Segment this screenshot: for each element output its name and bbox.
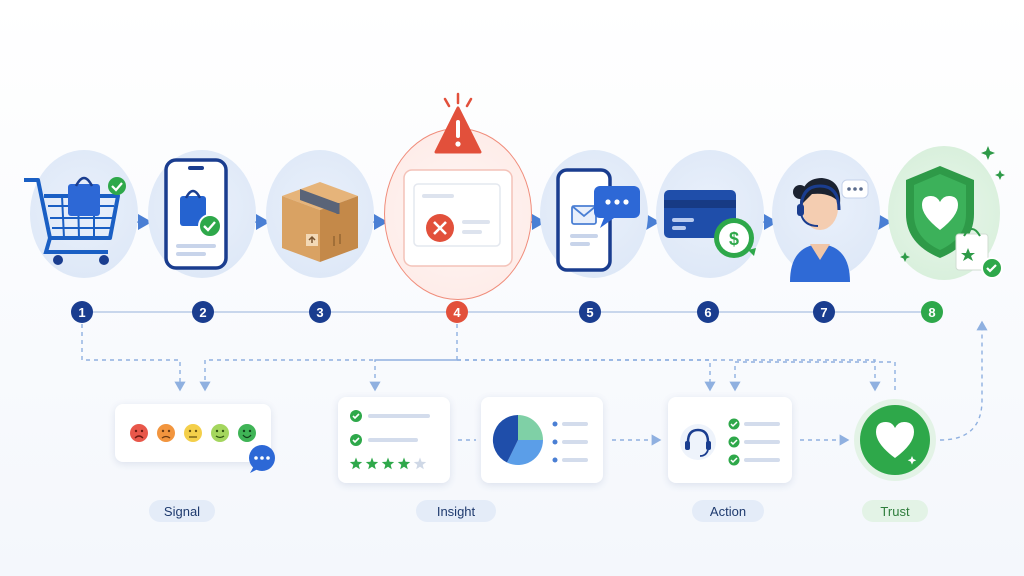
step-badge-5: 5: [579, 301, 601, 323]
stage-4-circle: [384, 128, 532, 300]
dashed-connectors: [81, 320, 988, 446]
stage-8-circle: [888, 146, 1000, 280]
signal-card: [115, 404, 271, 462]
stage-2-circle: [148, 150, 256, 278]
phase-label-signal: Signal: [149, 500, 215, 522]
step-badge-7: 7: [813, 301, 835, 323]
stage-5-circle: [540, 150, 648, 278]
phase-label-insight: Insight: [416, 500, 496, 522]
insight-pie-card: [481, 397, 603, 483]
step-badge-3: 3: [309, 301, 331, 323]
stage-7-circle: [772, 150, 880, 278]
phase-label-action: Action: [692, 500, 764, 522]
step-badge-4: 4: [446, 301, 468, 323]
action-card: [668, 397, 792, 483]
phase-label-trust: Trust: [862, 500, 928, 522]
step-badge-1: 1: [71, 301, 93, 323]
insight-checklist-card: [338, 397, 450, 483]
step-badge-2: 2: [192, 301, 214, 323]
stage-3-circle: [266, 150, 374, 278]
step-badge-6: 6: [697, 301, 719, 323]
stage-6-circle: [656, 150, 764, 278]
step-badge-8: 8: [921, 301, 943, 323]
stage-1-circle: [30, 150, 138, 278]
